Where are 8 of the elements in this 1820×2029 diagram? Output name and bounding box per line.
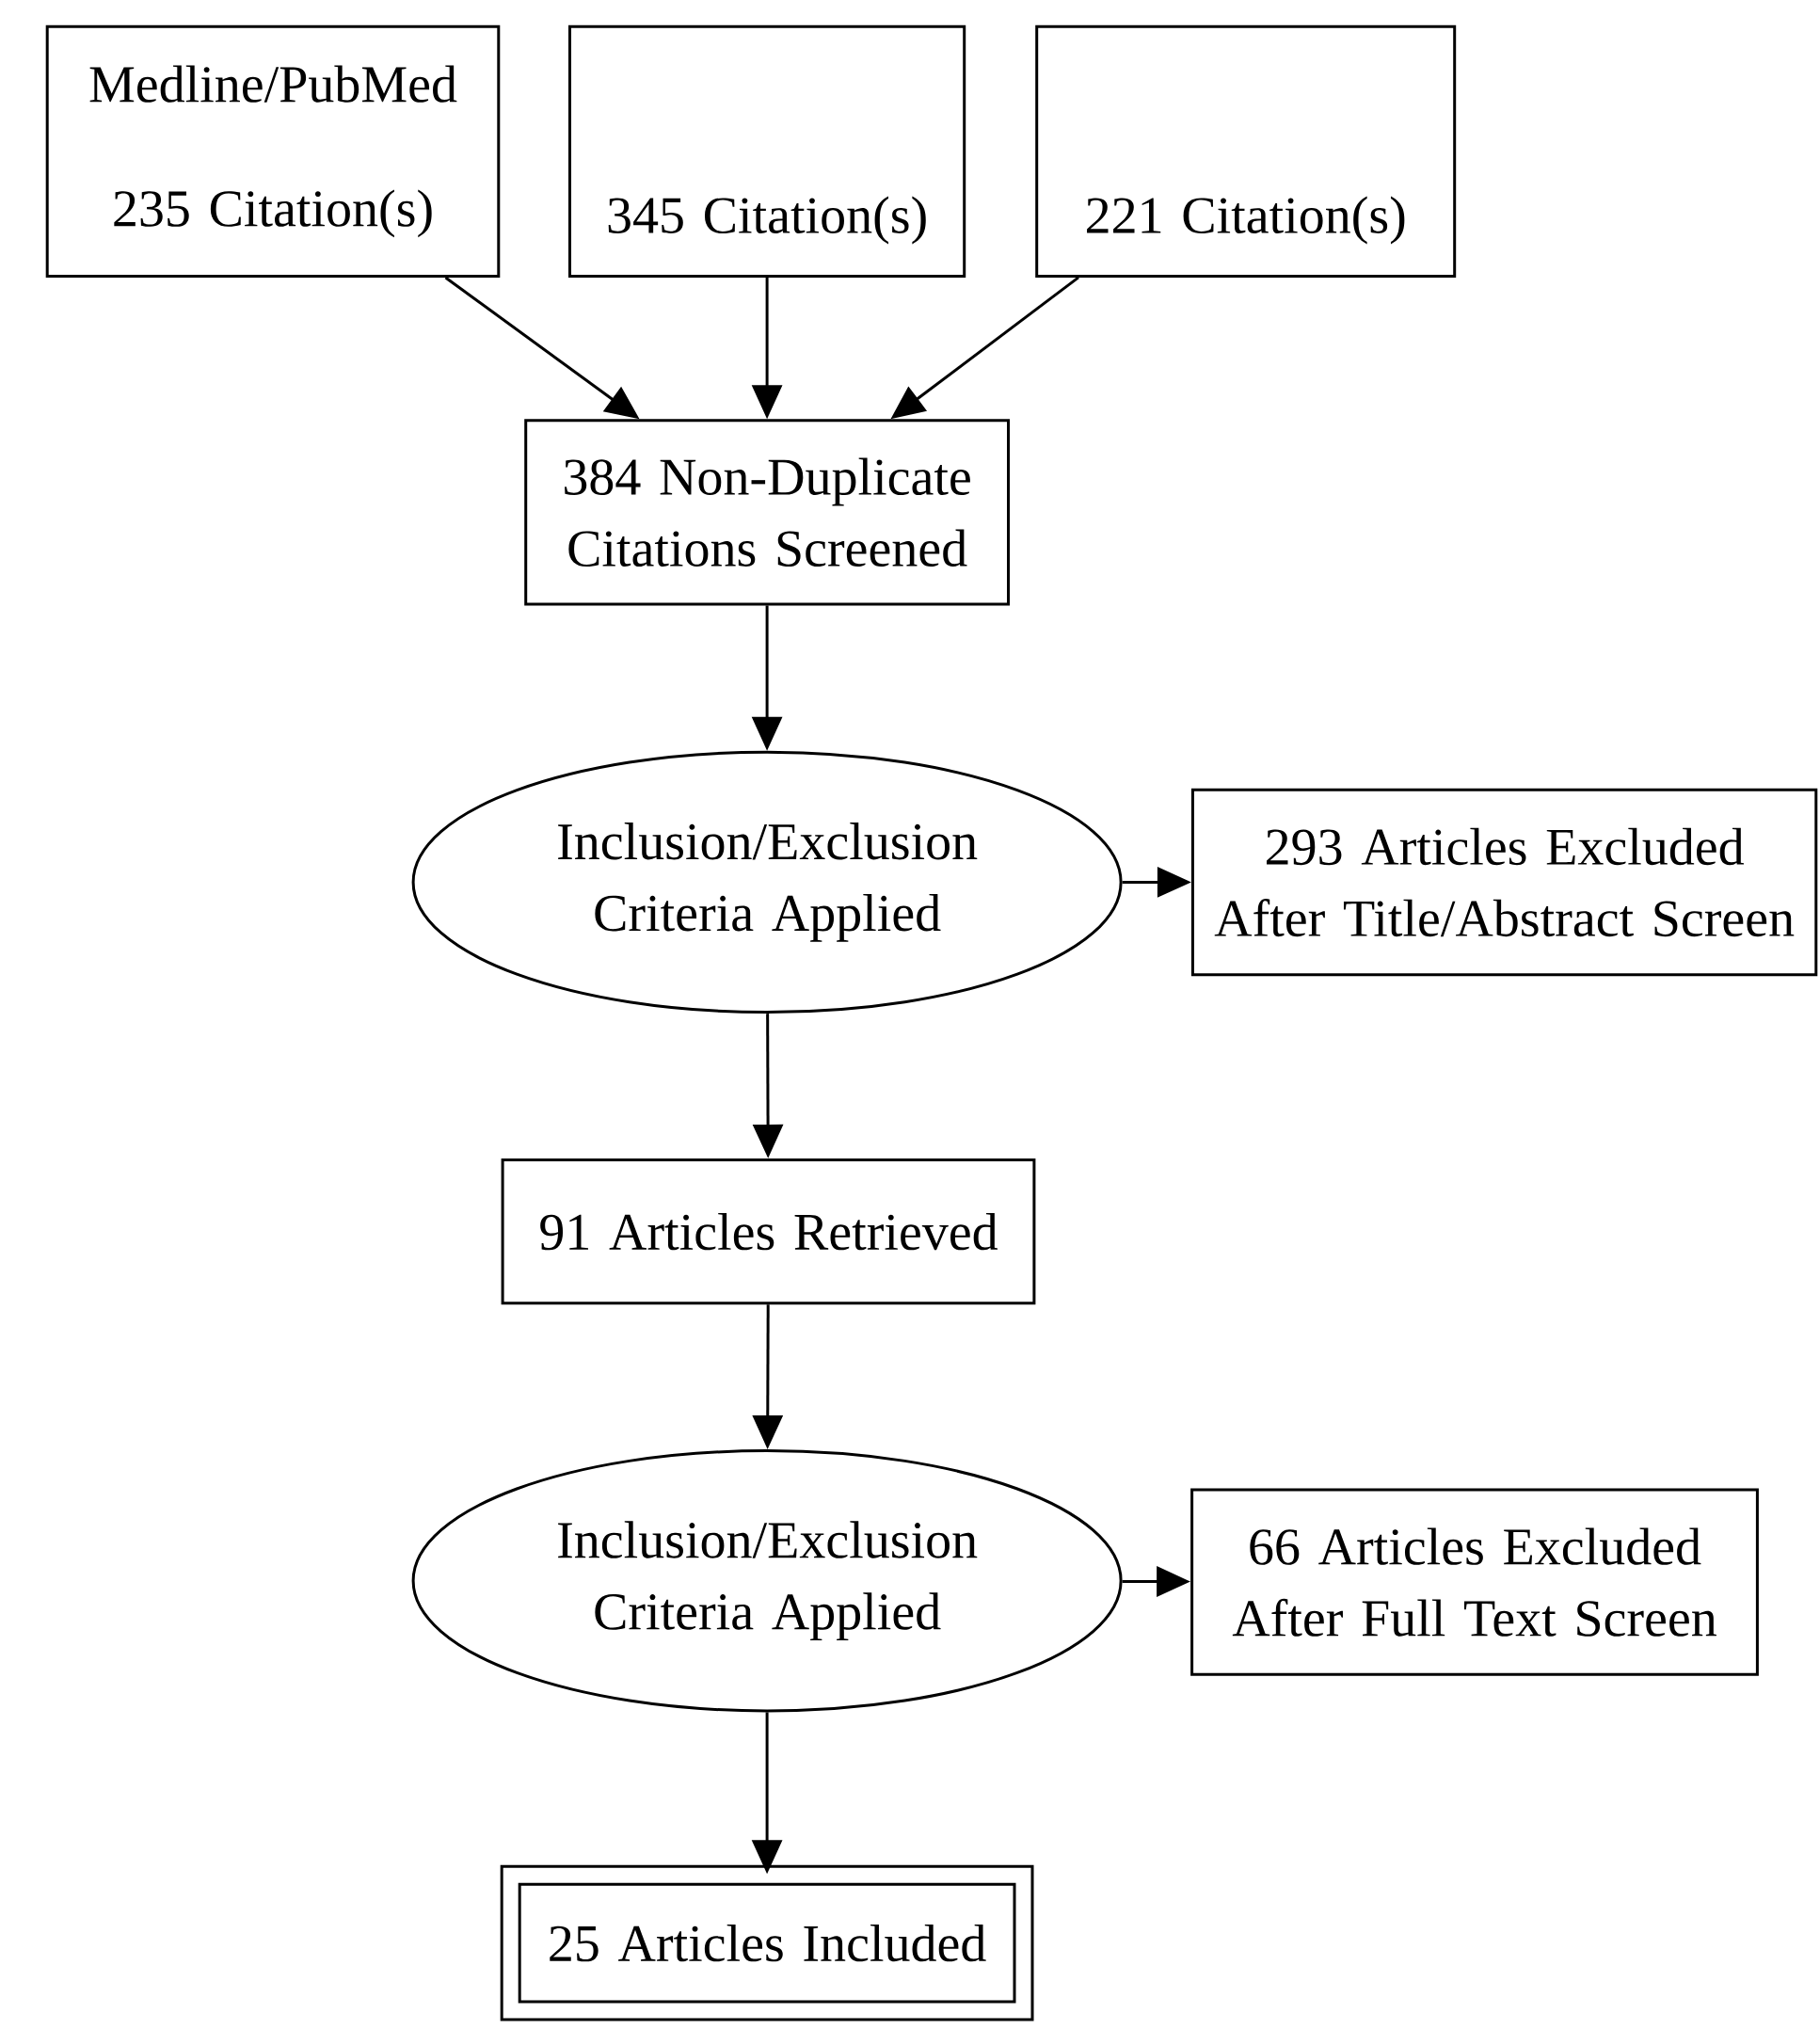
source-box: 345 Citation(s) <box>568 24 966 278</box>
exclusion-box: 66 Articles Excluded After Full Text Screen <box>1190 1488 1759 1676</box>
process-box: 384 Non-Duplicate Citations Screened <box>524 419 1011 606</box>
result-box: 25 Articles Included <box>500 1864 1034 2021</box>
source-box: Medline/PubMed 235 Citation(s) <box>45 24 501 278</box>
source-box: 221 Citation(s) <box>1035 24 1457 278</box>
process-box: 91 Articles Retrieved <box>501 1158 1036 1305</box>
exclusion-box: 293 Articles Excluded After Title/Abstract Screen <box>1190 788 1818 977</box>
